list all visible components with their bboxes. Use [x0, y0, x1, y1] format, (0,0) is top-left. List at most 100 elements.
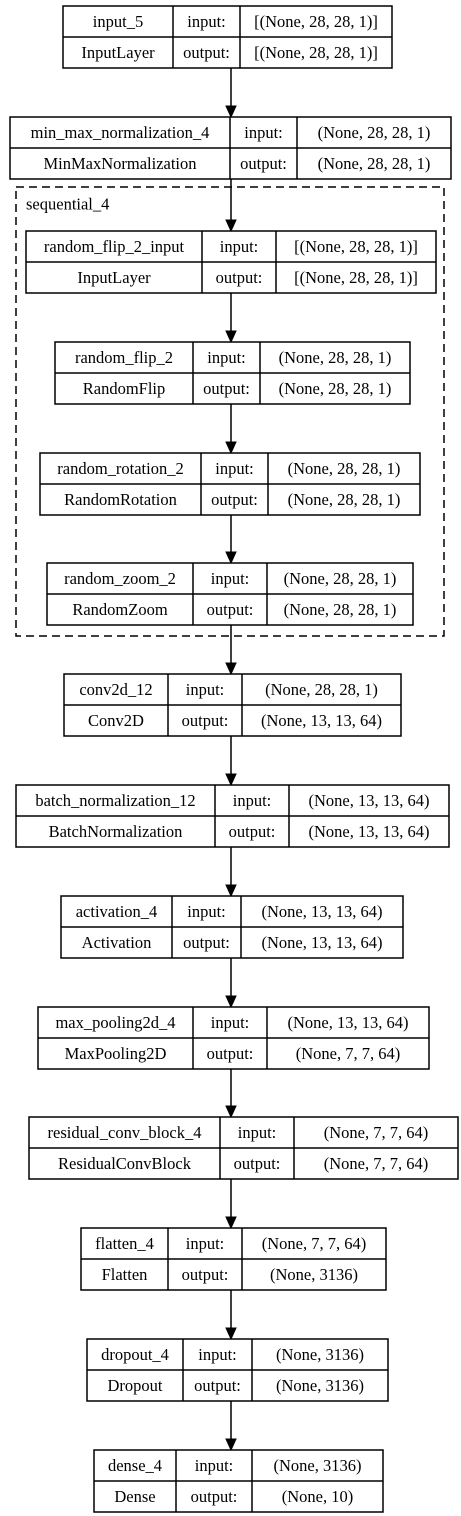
input-shape: (None, 13, 13, 64) — [262, 902, 383, 921]
input-shape: (None, 28, 28, 1) — [318, 123, 431, 142]
output-shape: (None, 28, 28, 1) — [284, 600, 397, 619]
output-label: output: — [182, 711, 229, 730]
output-shape: (None, 28, 28, 1) — [279, 379, 392, 398]
sequential-cluster-border — [15, 186, 445, 637]
edge-arrow — [225, 736, 237, 787]
edge-arrow — [225, 68, 237, 119]
arrowhead-icon — [225, 441, 237, 455]
output-shape: (None, 3136) — [276, 1376, 364, 1395]
arrowhead-icon — [225, 1105, 237, 1119]
output-shape: (None, 28, 28, 1) — [318, 154, 431, 173]
layer-node-random-flip-2: random_flip_2RandomFlipinput:output:(Non… — [54, 341, 411, 405]
arrowhead-icon — [225, 105, 237, 119]
input-label: input: — [195, 1456, 234, 1475]
layer-type: InputLayer — [77, 268, 151, 287]
layer-type: Conv2D — [88, 711, 144, 730]
output-shape: (None, 10) — [282, 1487, 353, 1506]
arrowhead-icon — [225, 995, 237, 1009]
layer-type: Activation — [82, 933, 152, 952]
layer-name: flatten_4 — [95, 1234, 154, 1253]
input-shape: (None, 28, 28, 1) — [279, 348, 392, 367]
input-label: input: — [186, 1234, 225, 1253]
layer-type: Dropout — [108, 1376, 163, 1395]
output-shape: (None, 7, 7, 64) — [324, 1154, 428, 1173]
layer-node-batch-normalization-12: batch_normalization_12BatchNormalization… — [15, 784, 450, 848]
output-label: output: — [194, 1376, 241, 1395]
input-shape: (None, 13, 13, 64) — [288, 1013, 409, 1032]
edge-arrow — [225, 515, 237, 565]
arrowhead-icon — [225, 551, 237, 565]
layer-type: RandomZoom — [72, 600, 167, 619]
output-shape: (None, 28, 28, 1) — [288, 490, 401, 509]
input-shape: [(None, 28, 28, 1)] — [254, 12, 378, 31]
arrowhead-icon — [225, 884, 237, 898]
input-shape: [(None, 28, 28, 1)] — [294, 237, 418, 256]
layer-name: conv2d_12 — [79, 680, 152, 699]
input-shape: (None, 7, 7, 64) — [324, 1123, 428, 1142]
output-shape: [(None, 28, 28, 1)] — [254, 43, 378, 62]
input-label: input: — [211, 1013, 250, 1032]
output-label: output: — [183, 933, 230, 952]
input-label: input: — [187, 902, 226, 921]
output-label: output: — [211, 490, 258, 509]
input-label: input: — [187, 12, 226, 31]
layer-node-random-flip-2-input: random_flip_2_inputInputLayerinput:outpu… — [25, 230, 437, 294]
output-label: output: — [240, 154, 287, 173]
input-label: input: — [238, 1123, 277, 1142]
layer-node-residual-conv-block-4: residual_conv_block_4ResidualConvBlockin… — [28, 1116, 459, 1180]
output-label: output: — [191, 1487, 238, 1506]
edge-arrow — [225, 179, 237, 233]
layer-type: Flatten — [102, 1265, 148, 1284]
edge-arrow — [225, 847, 237, 898]
edge-arrow — [225, 1179, 237, 1230]
output-shape: (None, 13, 13, 64) — [261, 711, 382, 730]
input-shape: (None, 13, 13, 64) — [309, 791, 430, 810]
layer-node-min-max-normalization-4: min_max_normalization_4MinMaxNormalizati… — [9, 116, 452, 180]
layer-type: Dense — [114, 1487, 155, 1506]
arrowhead-icon — [225, 1216, 237, 1230]
layer-type: InputLayer — [81, 43, 155, 62]
arrowhead-icon — [225, 219, 237, 233]
input-shape: (None, 7, 7, 64) — [262, 1234, 366, 1253]
output-label: output: — [207, 1044, 254, 1063]
layer-node-max-pooling2d-4: max_pooling2d_4MaxPooling2Dinput:output:… — [37, 1006, 430, 1070]
edge-arrow — [225, 1401, 237, 1452]
input-label: input: — [215, 459, 254, 478]
layer-type: RandomRotation — [64, 490, 177, 509]
layer-name: random_zoom_2 — [64, 569, 176, 588]
output-label: output: — [229, 822, 276, 841]
arrowhead-icon — [225, 662, 237, 676]
input-label: input: — [233, 791, 272, 810]
edge-arrow — [225, 625, 237, 676]
output-shape: (None, 13, 13, 64) — [309, 822, 430, 841]
input-shape: (None, 28, 28, 1) — [288, 459, 401, 478]
input-label: input: — [198, 1345, 237, 1364]
layer-type: MinMaxNormalization — [43, 154, 196, 173]
output-label: output: — [234, 1154, 281, 1173]
arrowhead-icon — [225, 1327, 237, 1341]
sequential-cluster-label: sequential_4 — [26, 195, 109, 214]
layer-node-random-zoom-2: random_zoom_2RandomZoominput:output:(Non… — [46, 562, 414, 626]
input-label: input: — [211, 569, 250, 588]
edge-arrow — [225, 958, 237, 1009]
output-label: output: — [216, 268, 263, 287]
arrowhead-icon — [225, 330, 237, 344]
layer-name: min_max_normalization_4 — [31, 123, 210, 142]
layer-name: activation_4 — [76, 902, 158, 921]
layer-name: random_flip_2_input — [44, 237, 185, 256]
output-shape: [(None, 28, 28, 1)] — [294, 268, 418, 287]
output-label: output: — [183, 43, 230, 62]
arrowhead-icon — [225, 773, 237, 787]
layer-name: dense_4 — [108, 1456, 162, 1475]
output-label: output: — [182, 1265, 229, 1284]
input-label: input: — [186, 680, 225, 699]
input-label: input: — [244, 123, 283, 142]
layer-name: random_rotation_2 — [57, 459, 183, 478]
layer-name: input_5 — [93, 12, 143, 31]
